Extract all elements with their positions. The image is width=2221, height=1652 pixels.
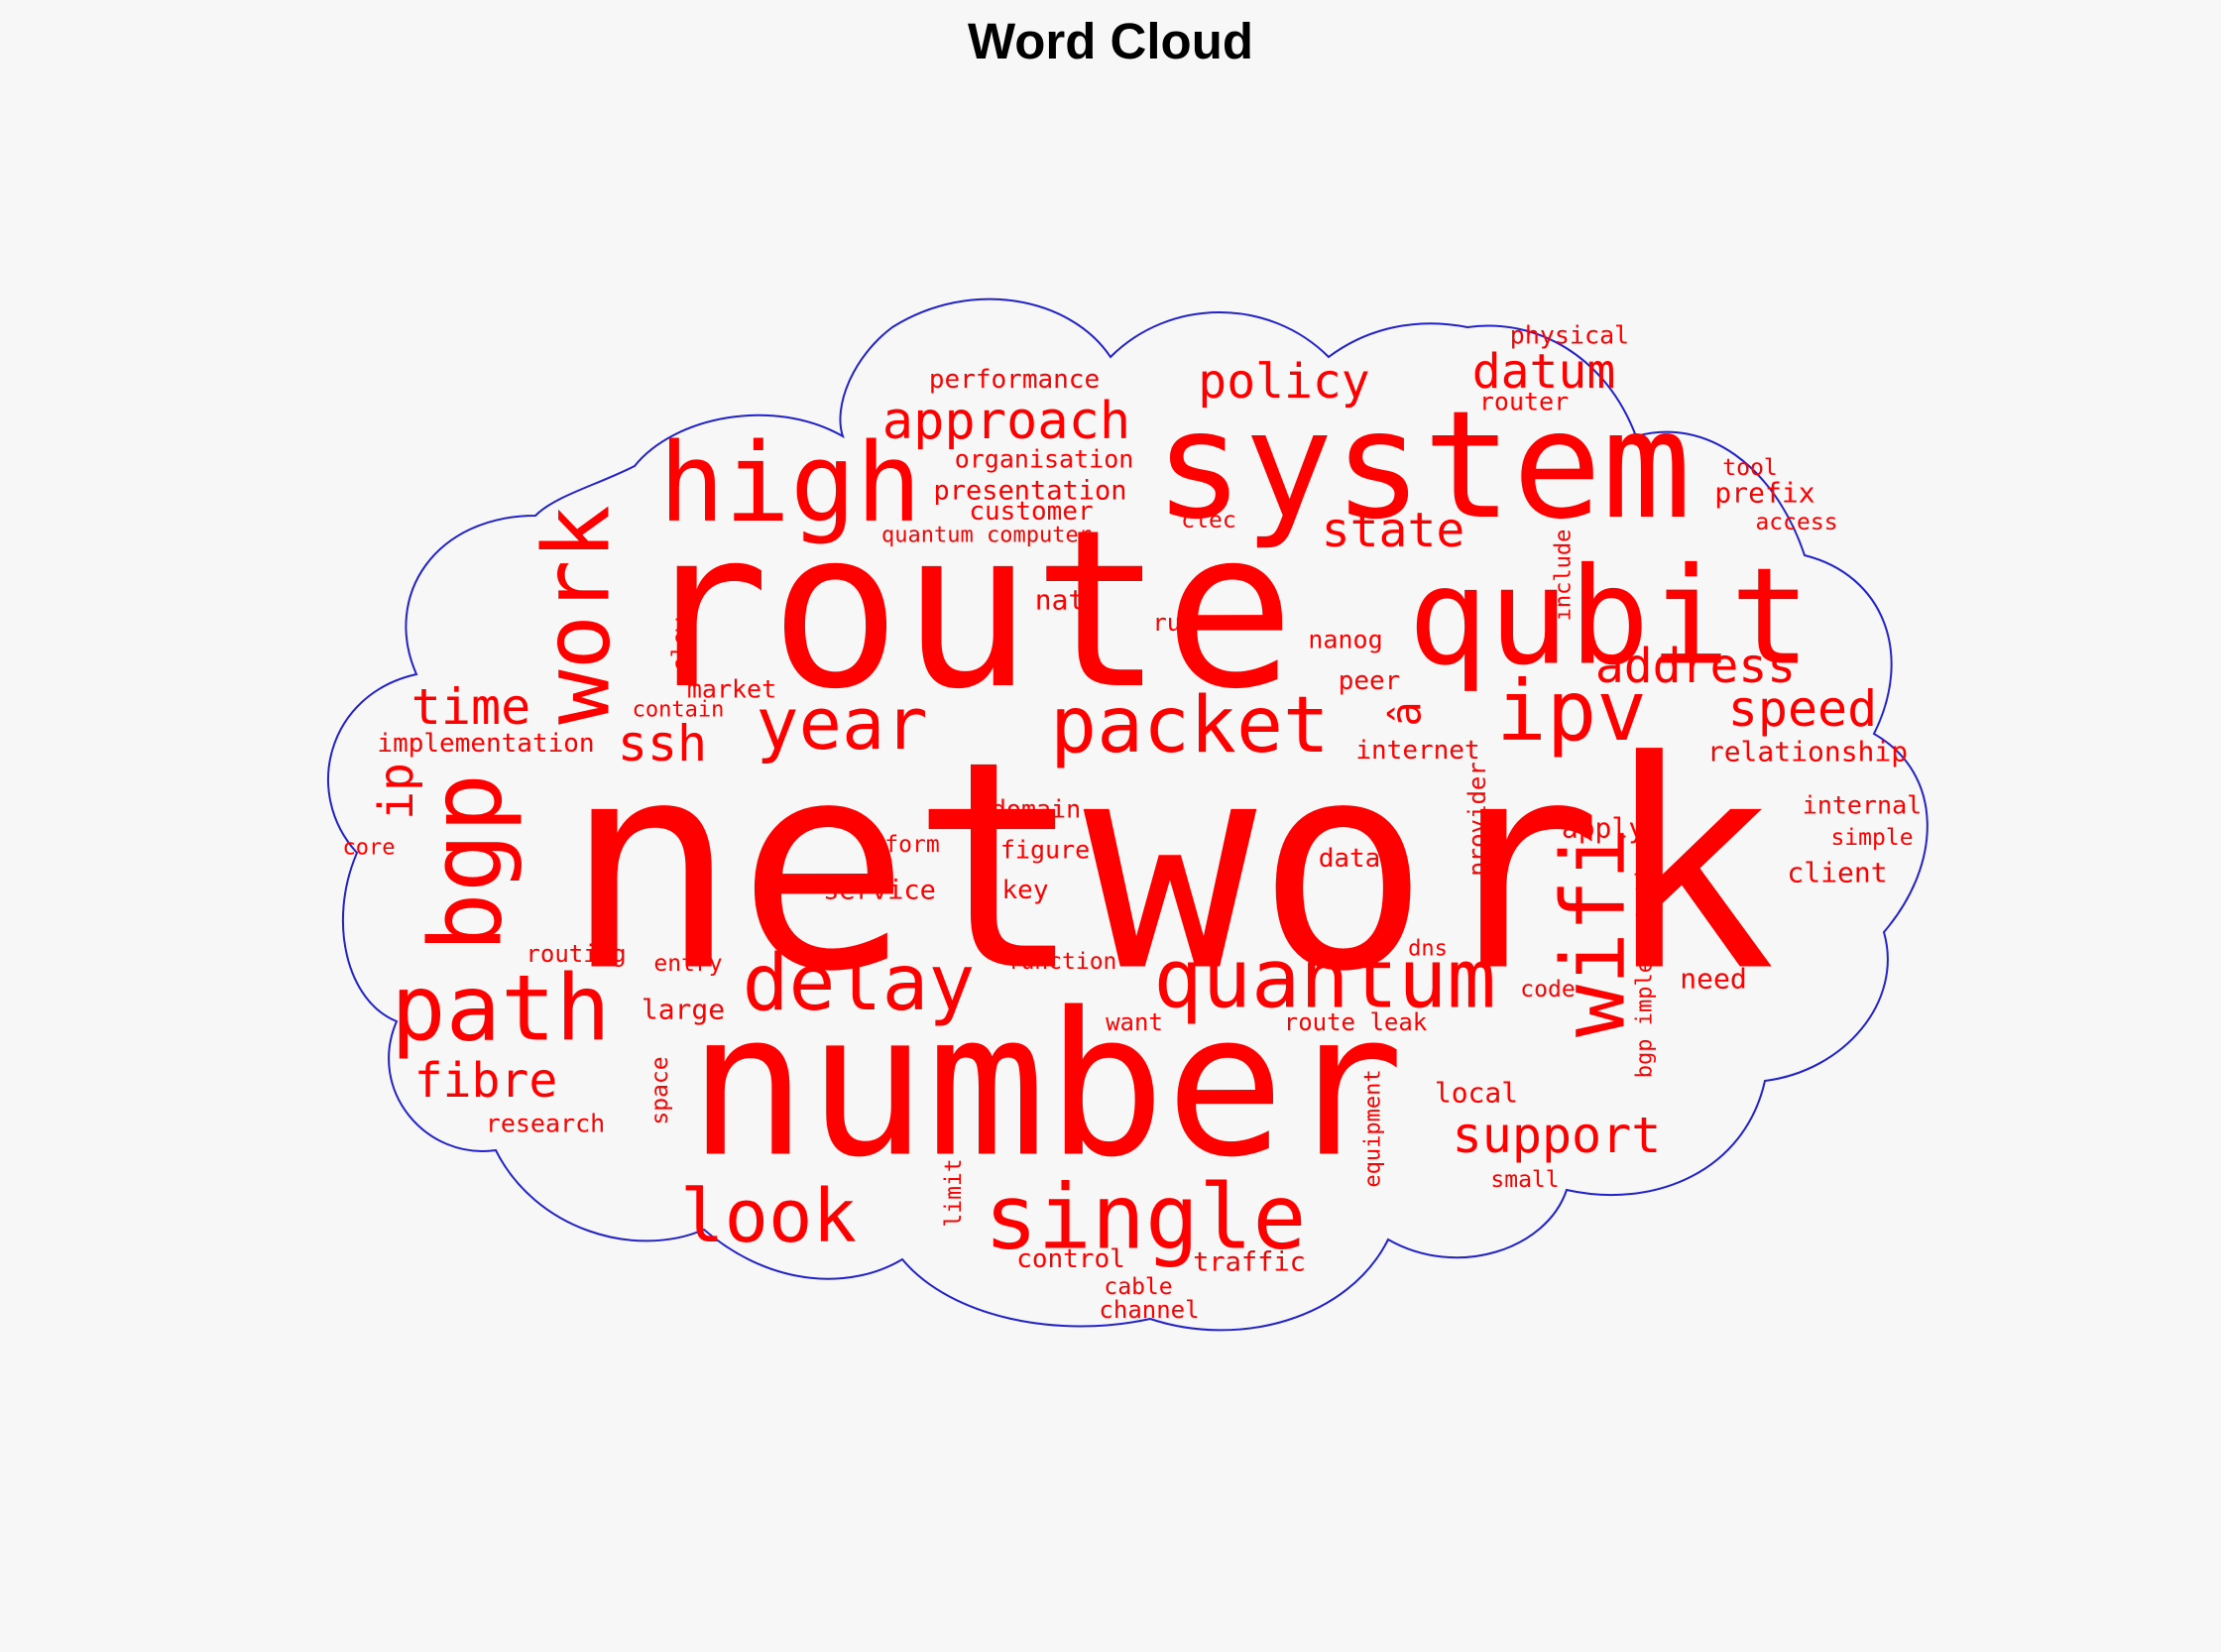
word-small: small (1490, 1167, 1559, 1193)
word-support: support (1453, 1107, 1662, 1164)
word-dns: dns (1408, 937, 1448, 962)
word-presentation: presentation (933, 476, 1126, 507)
word-path: path (391, 956, 611, 1062)
word-route: route (639, 483, 1295, 737)
word-figure: figure (1000, 836, 1090, 865)
word-internal: internal (1803, 791, 1922, 820)
word-cable: cable (1104, 1274, 1172, 1300)
word-case: case (819, 1056, 849, 1119)
word-bgp: bgp (409, 773, 525, 953)
word--: â (1382, 701, 1431, 726)
word-number: number (688, 971, 1404, 1202)
word-service: service (823, 876, 936, 906)
word-wifi: wifi (1543, 827, 1645, 1037)
word-limit: limit (941, 1158, 967, 1227)
word-channel: channel (1099, 1296, 1199, 1324)
word-organisation: organisation (955, 445, 1134, 474)
word-address: address (1595, 639, 1796, 694)
word-ssh: ssh (618, 715, 707, 772)
word-tool: tool (1722, 455, 1777, 481)
word-physical: physical (1510, 321, 1629, 350)
word-routing: routing (526, 940, 626, 968)
word-local: local (1435, 1077, 1518, 1110)
word-system: system (1154, 380, 1692, 552)
word-form: form (884, 832, 939, 858)
word-entry: entry (653, 951, 722, 977)
word-contain: contain (633, 698, 725, 723)
word-internet: internet (1355, 736, 1479, 766)
word-traffic: traffic (1193, 1247, 1306, 1278)
chart-title: Word Cloud (968, 13, 1253, 69)
word-market: market (687, 675, 776, 704)
word-performance: performance (929, 365, 1100, 395)
word-year: year (756, 682, 927, 766)
word-clec: clec (1181, 508, 1235, 533)
word-router: router (1479, 388, 1569, 416)
word-access: access (1755, 510, 1837, 535)
word-fibre: fibre (414, 1053, 558, 1109)
word-qubit: qubit (1408, 539, 1811, 695)
word-time: time (411, 678, 530, 736)
word-want: want (1106, 1008, 1163, 1036)
word-speed: speed (1728, 680, 1878, 738)
word-quantum: quantum (1153, 933, 1496, 1027)
word-code: code (1520, 977, 1575, 1003)
word-work: work (525, 505, 631, 725)
word-state: state (1322, 503, 1465, 558)
word-control: control (1016, 1244, 1125, 1274)
word-single: single (984, 1166, 1306, 1270)
word-packet: packet (1050, 681, 1330, 770)
word-approach: approach (882, 392, 1130, 451)
word-provider: provider (1463, 762, 1491, 877)
word-nat: nat (1035, 584, 1086, 617)
word-look: look (680, 1174, 857, 1259)
word-ipv: ipv (1496, 662, 1647, 760)
word-bgp-implementation: bgp implementation (1633, 842, 1658, 1078)
word-network: network (564, 701, 1776, 1035)
word-high: high (659, 419, 922, 546)
word-research: research (486, 1110, 605, 1138)
word-implementation: implementation (377, 729, 594, 759)
word-customer: customer (969, 497, 1093, 527)
word-datum: datum (1472, 344, 1616, 400)
word-function: function (1007, 949, 1117, 975)
word-core: core (343, 836, 396, 861)
word-delay: delay (743, 939, 976, 1028)
word-domain: domain (992, 795, 1081, 824)
word-space: space (647, 1056, 673, 1124)
word-key: key (1002, 876, 1049, 905)
word-large: large (642, 994, 725, 1026)
cloud-outline (327, 297, 1929, 1332)
word-peer: peer (1339, 666, 1401, 696)
word-equipment: equipment (1361, 1069, 1386, 1187)
word-route-leak: route leak (1284, 1008, 1428, 1036)
word-relationship: relationship (1707, 736, 1908, 768)
word-include: include (1552, 530, 1577, 622)
word-ip: ip (369, 763, 424, 820)
word-nanog: nanog (1308, 626, 1382, 654)
word-apply: apply (1562, 812, 1645, 845)
word-run: run (1152, 609, 1195, 637)
word-prefix: prefix (1714, 477, 1814, 510)
word-simple: simple (1830, 825, 1913, 851)
word-quantum-computer: quantum computer (881, 524, 1092, 548)
word-need: need (1680, 963, 1746, 996)
word-data: data (1319, 844, 1381, 874)
word-policy: policy (1198, 354, 1369, 410)
word-client: client (1787, 857, 1887, 889)
word-slow: slow (669, 618, 694, 671)
